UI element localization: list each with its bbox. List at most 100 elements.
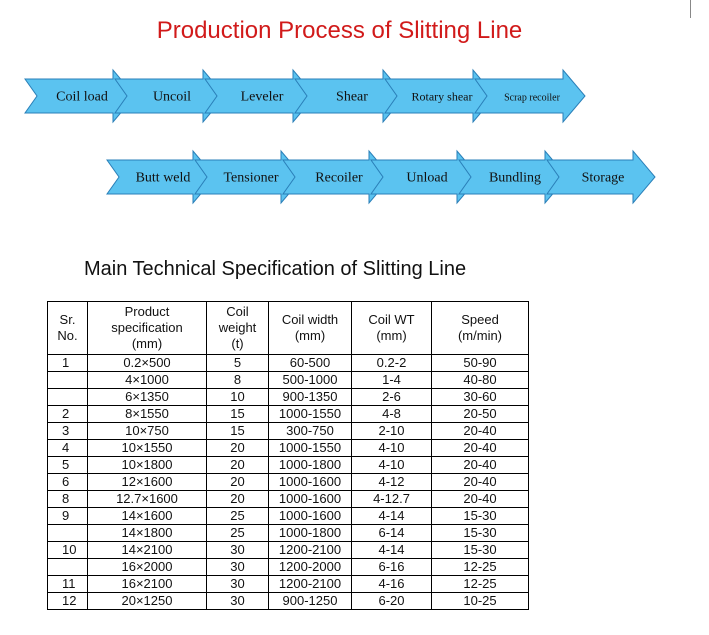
process-step-label-storage: Storage (582, 171, 625, 186)
process-arrow-shear (294, 68, 406, 124)
product-spec-cell: 8×1550 (87, 405, 207, 423)
coil-weight-cell: 20 (206, 456, 269, 474)
sr-no-header-line: Sr. (59, 312, 76, 327)
coil-wt-cell: 4-14 (351, 541, 432, 559)
coil-width-cell: 60-500 (268, 354, 352, 372)
process-arrow-scrap-recoiler (474, 68, 586, 124)
process-step-label-coil-load: Coil load (56, 90, 108, 105)
corner-mark (690, 0, 691, 18)
process-step-label-rotary-shear: Rotary shear (412, 90, 473, 104)
product-spec-cell: 10×750 (87, 422, 207, 440)
product-spec-cell: 12.7×1600 (87, 490, 207, 508)
process-arrow-unload (370, 149, 480, 205)
coil-weight-cell: 15 (206, 422, 269, 440)
coil-weight-cell: 8 (206, 371, 269, 389)
coil-weight-cell: 20 (206, 490, 269, 508)
coil-wt-header-line: Coil WT (368, 312, 415, 327)
coil-wt-cell: 0.2-2 (351, 354, 432, 372)
speed-cell: 20-50 (431, 405, 529, 423)
coil-wt-cell: 1-4 (351, 371, 432, 389)
sr-no-cell (47, 524, 88, 542)
coil-width-header-line: Coil width (281, 312, 339, 327)
speed-cell: 20-40 (431, 456, 529, 474)
page-title: Production Process of Slitting Line (156, 17, 523, 44)
sr-no-cell: 2 (47, 405, 88, 423)
coil-wt-cell: 4-10 (351, 439, 432, 457)
coil-width-cell: 1200-2100 (268, 541, 352, 559)
speed-cell: 20-40 (431, 422, 529, 440)
coil-width-header: Coil width(mm) (268, 301, 352, 355)
speed-cell: 12-25 (431, 575, 529, 593)
speed-header: Speed(m/min) (431, 301, 529, 355)
sr-no-cell: 3 (47, 422, 88, 440)
coil-wt-cell: 4-16 (351, 575, 432, 593)
coil-weight-cell: 30 (206, 592, 269, 610)
coil-width-cell: 1000-1600 (268, 473, 352, 491)
coil-wt-cell: 4-12 (351, 473, 432, 491)
speed-cell: 15-30 (431, 507, 529, 525)
sr-no-cell: 9 (47, 507, 88, 525)
sr-no-cell: 11 (47, 575, 88, 593)
sr-no-header: Sr.No. (47, 301, 88, 355)
product-spec-header-line: Product (124, 304, 170, 319)
coil-wt-cell: 4-14 (351, 507, 432, 525)
process-step-label-recoiler: Recoiler (315, 171, 363, 186)
speed-header-line: (m/min) (457, 328, 503, 343)
product-spec-header-line: (mm) (131, 336, 163, 351)
product-spec-cell: 10×1800 (87, 456, 207, 474)
coil-wt-header-line: (mm) (376, 328, 407, 343)
coil-width-cell: 1000-1600 (268, 507, 352, 525)
sr-no-cell (47, 371, 88, 389)
coil-weight-cell: 30 (206, 541, 269, 559)
coil-wt-cell: 6-14 (351, 524, 432, 542)
sr-no-cell: 4 (47, 439, 88, 457)
coil-width-cell: 500-1000 (268, 371, 352, 389)
coil-weight-header-line: (t) (231, 336, 244, 351)
product-spec-cell: 14×1600 (87, 507, 207, 525)
coil-width-cell: 1200-2000 (268, 558, 352, 576)
process-arrow-storage (546, 149, 656, 205)
coil-wt-cell: 4-8 (351, 405, 432, 423)
speed-cell: 20-40 (431, 439, 529, 457)
process-step-label-tensioner: Tensioner (223, 171, 278, 186)
process-arrow-butt-weld (106, 149, 216, 205)
coil-width-cell: 1000-1800 (268, 456, 352, 474)
coil-wt-cell: 6-20 (351, 592, 432, 610)
sr-no-cell (47, 558, 88, 576)
product-spec-cell: 0.2×500 (87, 354, 207, 372)
speed-cell: 15-30 (431, 524, 529, 542)
coil-weight-cell: 20 (206, 473, 269, 491)
coil-wt-cell: 2-6 (351, 388, 432, 406)
process-step-label-uncoil: Uncoil (153, 90, 191, 105)
sr-no-cell (47, 388, 88, 406)
coil-width-cell: 300-750 (268, 422, 352, 440)
coil-width-cell: 900-1250 (268, 592, 352, 610)
process-step-label-bundling: Bundling (489, 171, 541, 186)
sr-no-cell: 6 (47, 473, 88, 491)
product-spec-cell: 6×1350 (87, 388, 207, 406)
speed-cell: 40-80 (431, 371, 529, 389)
process-step-label-unload: Unload (406, 171, 447, 186)
product-spec-cell: 12×1600 (87, 473, 207, 491)
process-arrow-uncoil (114, 68, 226, 124)
sr-no-cell: 12 (47, 592, 88, 610)
speed-cell: 50-90 (431, 354, 529, 372)
process-arrow-rotary-shear (384, 68, 496, 124)
product-spec-cell: 20×1250 (87, 592, 207, 610)
process-arrow-tensioner (194, 149, 304, 205)
speed-cell: 20-40 (431, 490, 529, 508)
product-spec-cell: 14×1800 (87, 524, 207, 542)
